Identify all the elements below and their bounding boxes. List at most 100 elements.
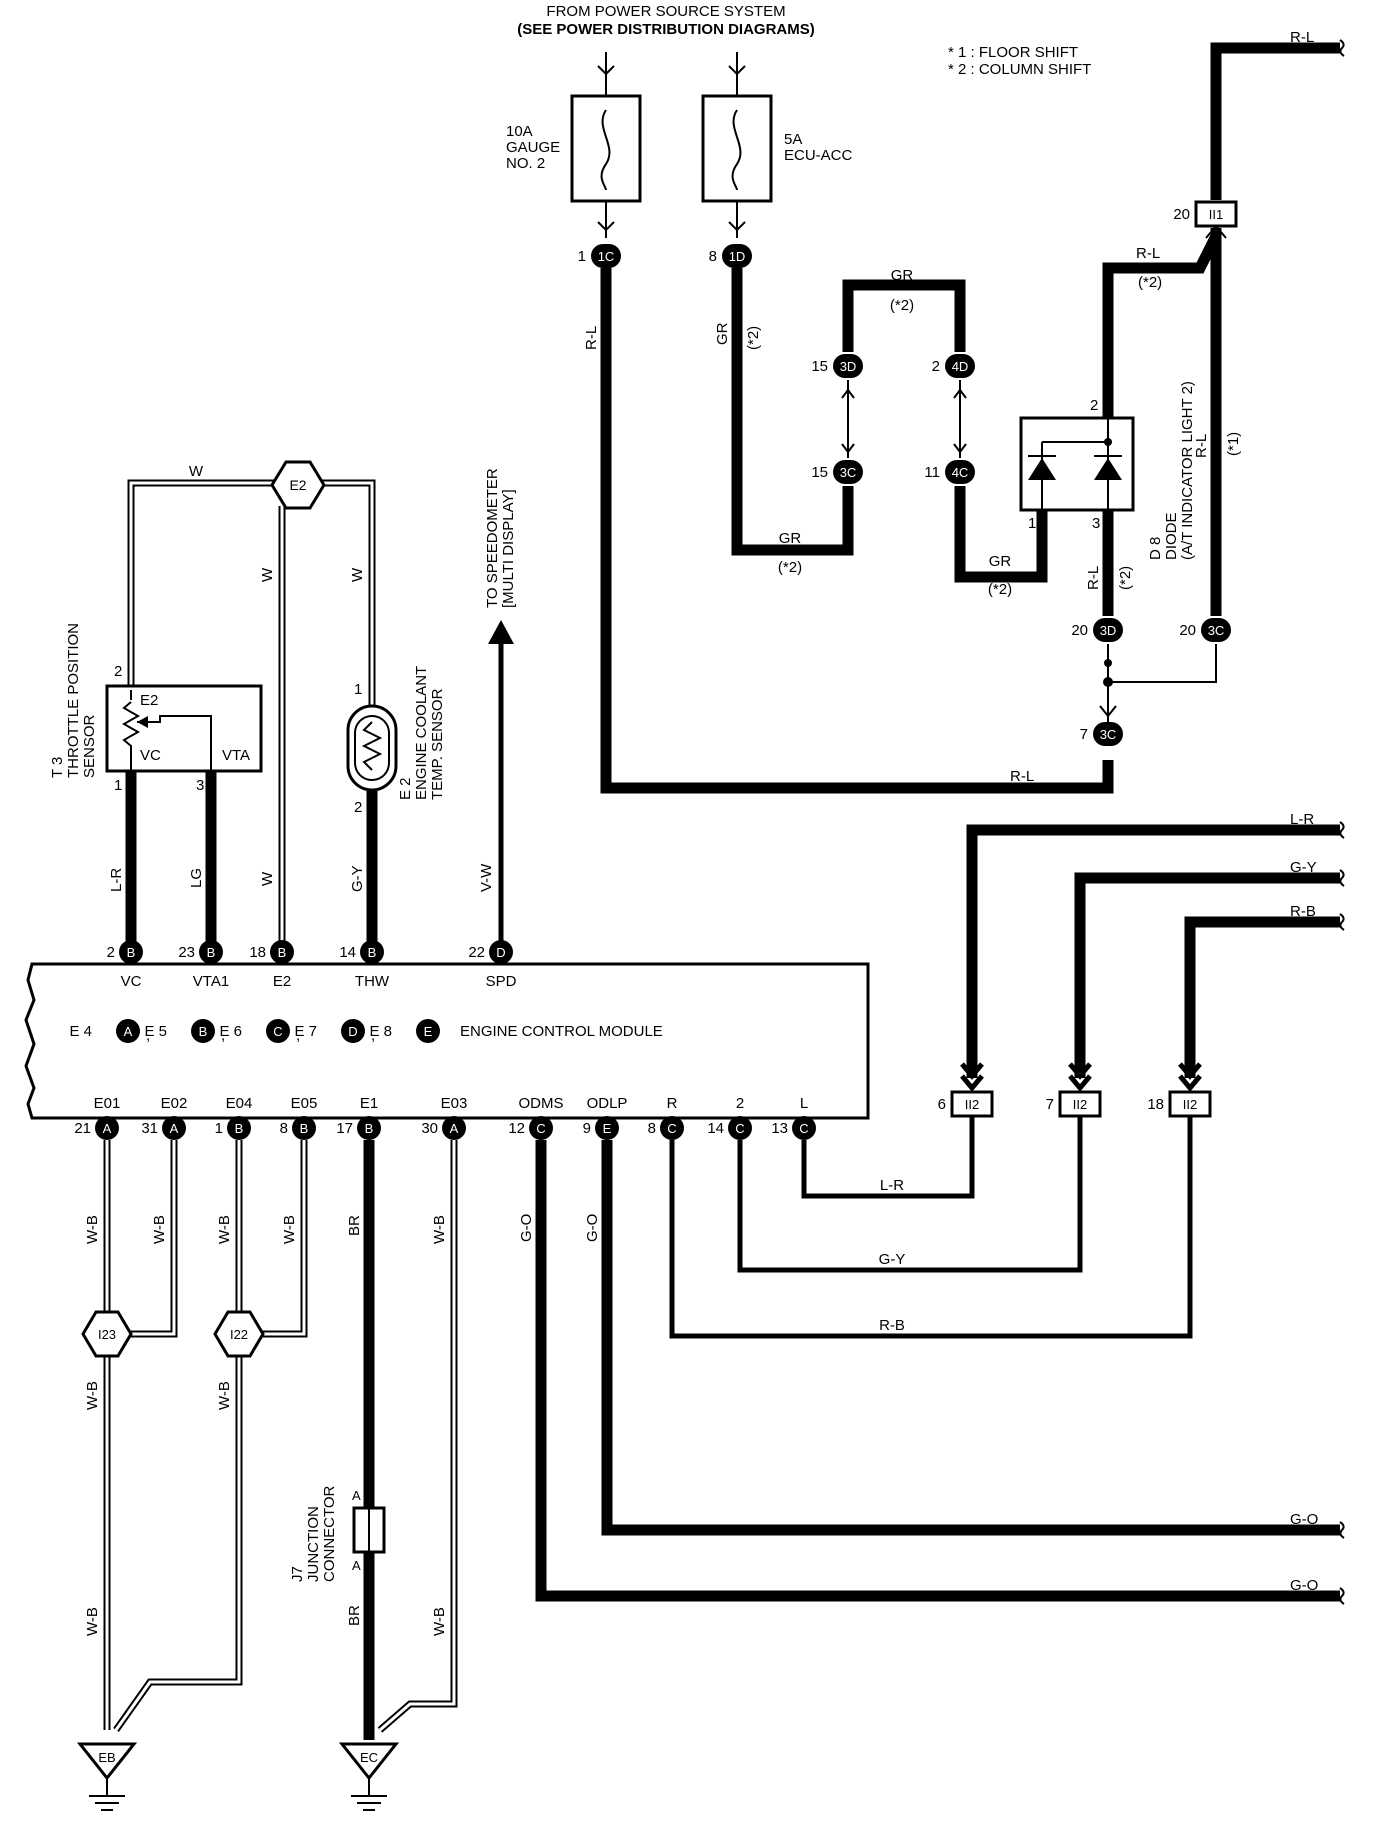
- ecm-connector-b-separator: ,: [221, 1027, 225, 1044]
- connector-ii2-6: II2 6: [938, 1090, 994, 1118]
- splice-i22-label: I22: [230, 1327, 248, 1342]
- ecm-bottom-pin-1-name: E02: [161, 1095, 188, 1112]
- ecm-bottom-pin-1-circle: [162, 1116, 186, 1140]
- label-l-r-right: L-R: [1290, 811, 1314, 828]
- ecm-bottom-pin-10-circle: [792, 1116, 816, 1140]
- connector-ii2-18-pin: 18: [1147, 1096, 1164, 1113]
- ecm-bottom-pin-7-number: 9: [583, 1120, 591, 1137]
- diode-pin-1: 1: [1028, 515, 1036, 532]
- throttle-sensor-word: SENSOR: [81, 714, 98, 778]
- label-g-o-odlp-vert: G-O: [584, 1214, 601, 1242]
- note-floor-shift: * 1 : FLOOR SHIFT: [948, 44, 1078, 61]
- ecm-connector-e-circle: [416, 1019, 440, 1043]
- ground-eb-label: EB: [98, 1750, 115, 1765]
- fuse-gauge-rating: 10A: [506, 123, 533, 140]
- label-w-b-e05: W-B: [281, 1215, 298, 1244]
- label-w-right-vert: W: [349, 567, 366, 582]
- label-gr-left: GR: [779, 530, 802, 547]
- connector-ii1-pin: 20: [1173, 206, 1190, 223]
- diode-code: D 8: [1147, 537, 1164, 560]
- label-v-w-vert: V-W: [478, 863, 495, 892]
- note-column-shift: * 2 : COLUMN SHIFT: [948, 61, 1091, 78]
- ecm-connector-d-code: D: [348, 1024, 357, 1039]
- coolant-pin-2: 2: [354, 799, 362, 816]
- ecm-top-pin-vc-circle: [119, 940, 143, 964]
- junction-code: J7: [289, 1566, 306, 1582]
- ground-eb: EB: [76, 1742, 138, 1811]
- ecm-bottom-pin-8-circle: [660, 1116, 684, 1140]
- connector-ii2-18: II2 18: [1147, 1090, 1212, 1118]
- ecm-connector-b-circle: [191, 1019, 215, 1043]
- label-g-o-odlp: G-O: [1290, 1511, 1318, 1528]
- label-r-b-bottom: R-B: [879, 1317, 905, 1334]
- ecm-bottom-pin-6-name: ODMS: [519, 1095, 564, 1112]
- ecm-bottom-pin-6-code: C: [536, 1121, 545, 1136]
- ecm-top-pin-spd-code: D: [496, 945, 505, 960]
- ecm-bottom-pin-8-name: R: [667, 1095, 678, 1112]
- connector-3d-top-code: 3D: [840, 359, 857, 374]
- throttle-pin-2: 2: [114, 663, 122, 680]
- ecm-bottom-pin-10-name: L: [800, 1095, 808, 1112]
- ecm-connector-b-code: B: [199, 1024, 208, 1039]
- connector-1c-pin: 1: [578, 248, 586, 265]
- power-distribution-label: (SEE POWER DISTRIBUTION DIAGRAMS): [517, 21, 815, 38]
- ecm-bottom-pin-8-code: C: [667, 1121, 676, 1136]
- connector-1d: 1D 8: [709, 244, 752, 268]
- label-gr-right-star: (*2): [988, 581, 1012, 598]
- connector-4d-top-code: 4D: [952, 359, 969, 374]
- wire-labels: R-L R-L (*2) GR (*2) GR (*2) GR (*2) R-L…: [189, 29, 1318, 1594]
- connector-3c-mid-pin: 15: [811, 464, 828, 481]
- ecm-top-pin-vc-code: B: [127, 945, 136, 960]
- connector-4c-mid: 4C 11: [924, 460, 975, 484]
- label-w-b-i23-down: W-B: [84, 1381, 101, 1410]
- label-w-b-e01: W-B: [84, 1215, 101, 1244]
- ecm-connector-a-circle: [116, 1019, 140, 1043]
- throttle-position-sensor: E2 VC VTA 2 1 3: [105, 663, 263, 794]
- label-w-e2-vert: W: [259, 871, 276, 886]
- wire-gr-right: [954, 486, 1048, 583]
- ecm-connector-d-separator: ,: [371, 1027, 375, 1044]
- label-g-y-right: G-Y: [1290, 859, 1317, 876]
- label-gr-bridge: GR: [891, 267, 914, 284]
- label-gr-left-star: (*2): [778, 559, 802, 576]
- ecm-bottom-pin-7-code: E: [603, 1121, 612, 1136]
- ecm-bottom-pin-0-circle: [95, 1116, 119, 1140]
- ecm-bottom-pin-7-name: ODLP: [587, 1095, 628, 1112]
- fuse-ecu-acc: 5A ECU-ACC: [701, 52, 853, 238]
- ecm-bottom-pin-10-number: 13: [771, 1120, 788, 1137]
- fuse-gauge-name: GAUGE: [506, 139, 560, 156]
- ground-ec: EC: [338, 1742, 400, 1811]
- ecm-bottom-pin-5-code: A: [450, 1121, 459, 1136]
- ecm-bottom-pin-3-number: 8: [280, 1120, 288, 1137]
- wire-g-y-ii2: [1074, 872, 1340, 1078]
- label-r-l-main: R-L: [1010, 768, 1034, 785]
- ecm-bottom-pin-4-code: B: [365, 1121, 374, 1136]
- wire-w-b-ground-group: [103, 1140, 458, 1733]
- throttle-e2-label: E2: [140, 692, 158, 709]
- wire-l-r-l-pin: [801, 1116, 975, 1199]
- connector-3c-low: 3C 20: [1179, 618, 1231, 642]
- splice-e2: E2: [270, 460, 326, 510]
- ecm-bottom-pin-9-circle: [728, 1116, 752, 1140]
- ecm-top-pin-vta1-name: VTA1: [193, 973, 229, 990]
- wire-g-y-2-pin: [737, 1116, 1083, 1273]
- label-r-l-vert: R-L: [583, 326, 600, 350]
- ecm-bottom-pin-9-number: 14: [707, 1120, 724, 1137]
- ecm-top-pin-e2-number: 18: [249, 944, 266, 961]
- connector-3d-low-code: 3D: [1100, 623, 1117, 638]
- splice-i23-label: I23: [98, 1327, 116, 1342]
- coolant-sensor-word: TEMP. SENSOR: [429, 688, 446, 800]
- label-gr-vert: GR: [714, 322, 731, 345]
- label-r-l-column-star: (*2): [1138, 274, 1162, 291]
- label-gr-right: GR: [989, 553, 1012, 570]
- ecm-top-pin-vta1-circle: [199, 940, 223, 964]
- ecm-bottom-pin-0-number: 21: [74, 1120, 91, 1137]
- speedometer-line2: [MULTI DISPLAY]: [500, 489, 517, 608]
- wire-w-group: [127, 479, 376, 952]
- throttle-vc-label: VC: [140, 747, 161, 764]
- wire-l-r-ii2: [966, 824, 1340, 1078]
- throttle-pin-3: 3: [196, 777, 204, 794]
- label-w-b-i22-down: W-B: [216, 1381, 233, 1410]
